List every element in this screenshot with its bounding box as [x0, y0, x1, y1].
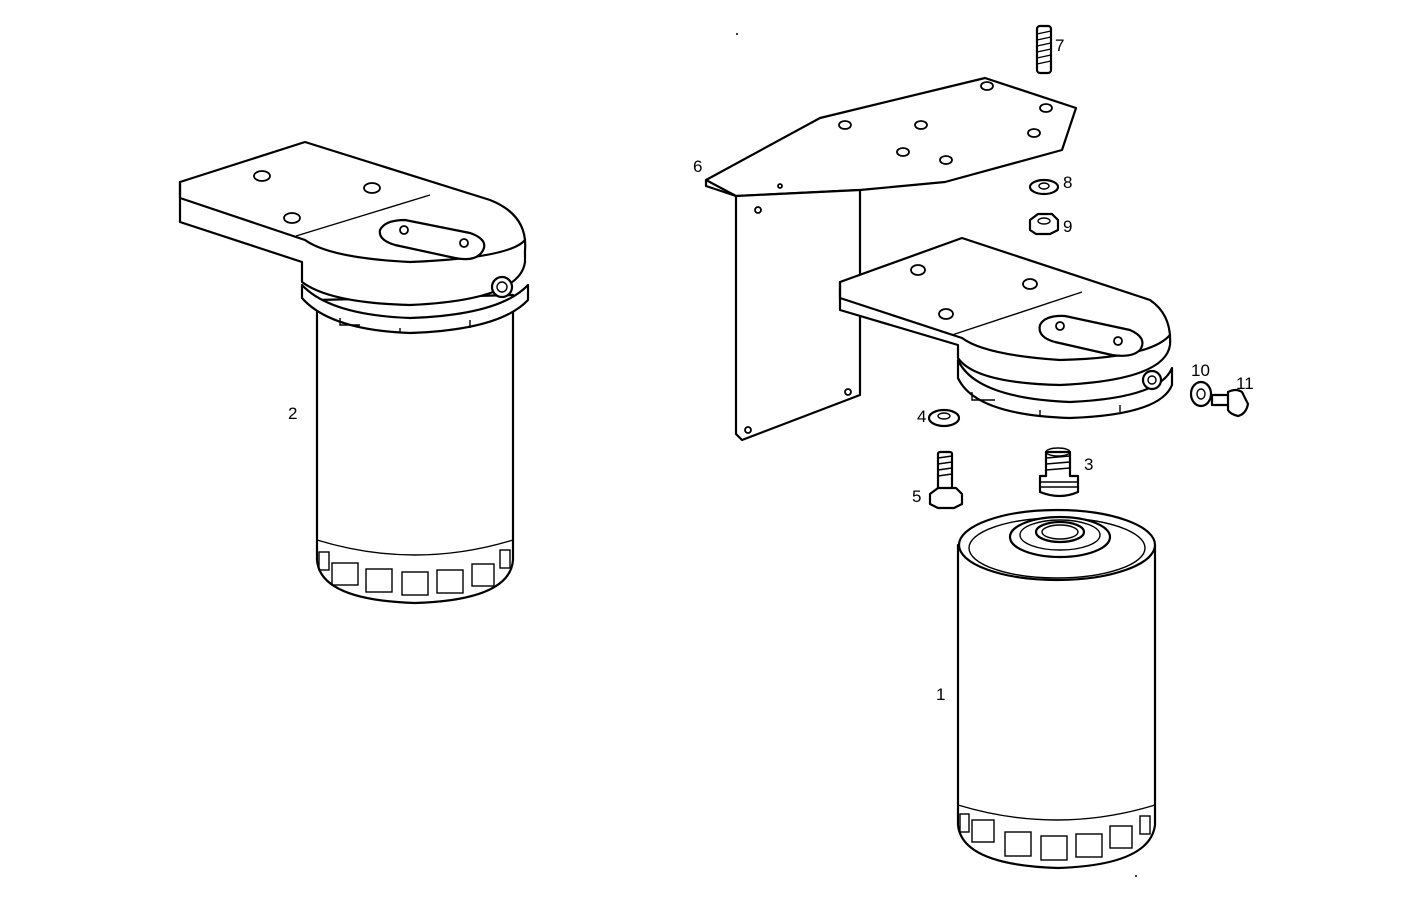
filter-head-collar: [300, 283, 530, 335]
callout-9: 9: [1063, 217, 1072, 236]
callout-8: 8: [1063, 173, 1072, 192]
nut-9: [1028, 212, 1060, 236]
callout-11: 11: [1236, 374, 1254, 393]
filter-head-exploded: [838, 236, 1174, 420]
callout-7: 7: [1055, 36, 1064, 55]
washer-4: [927, 408, 961, 428]
speck: [1135, 875, 1137, 877]
callout-1: 1: [936, 685, 945, 704]
screw-11: [1210, 388, 1250, 418]
callout-5: 5: [912, 487, 921, 506]
assembled-filter-canister: [315, 293, 515, 605]
bolt-5: [928, 450, 964, 510]
callout-10: 10: [1191, 361, 1210, 380]
sealing-washer-10: [1189, 380, 1213, 408]
filter-cartridge-1: [956, 508, 1157, 870]
callout-6: 6: [693, 157, 702, 176]
callout-3: 3: [1084, 455, 1093, 474]
washer-8: [1028, 178, 1060, 196]
threaded-nipple-3: [1038, 447, 1080, 498]
filter-head-plate: [178, 140, 527, 307]
callout-2: 2: [288, 404, 297, 423]
mounting-bracket-6: [704, 76, 1078, 442]
filter-assembly-2: [178, 140, 530, 605]
callout-4: 4: [917, 407, 926, 426]
speck: [736, 33, 738, 35]
stud-7: [1035, 24, 1053, 75]
